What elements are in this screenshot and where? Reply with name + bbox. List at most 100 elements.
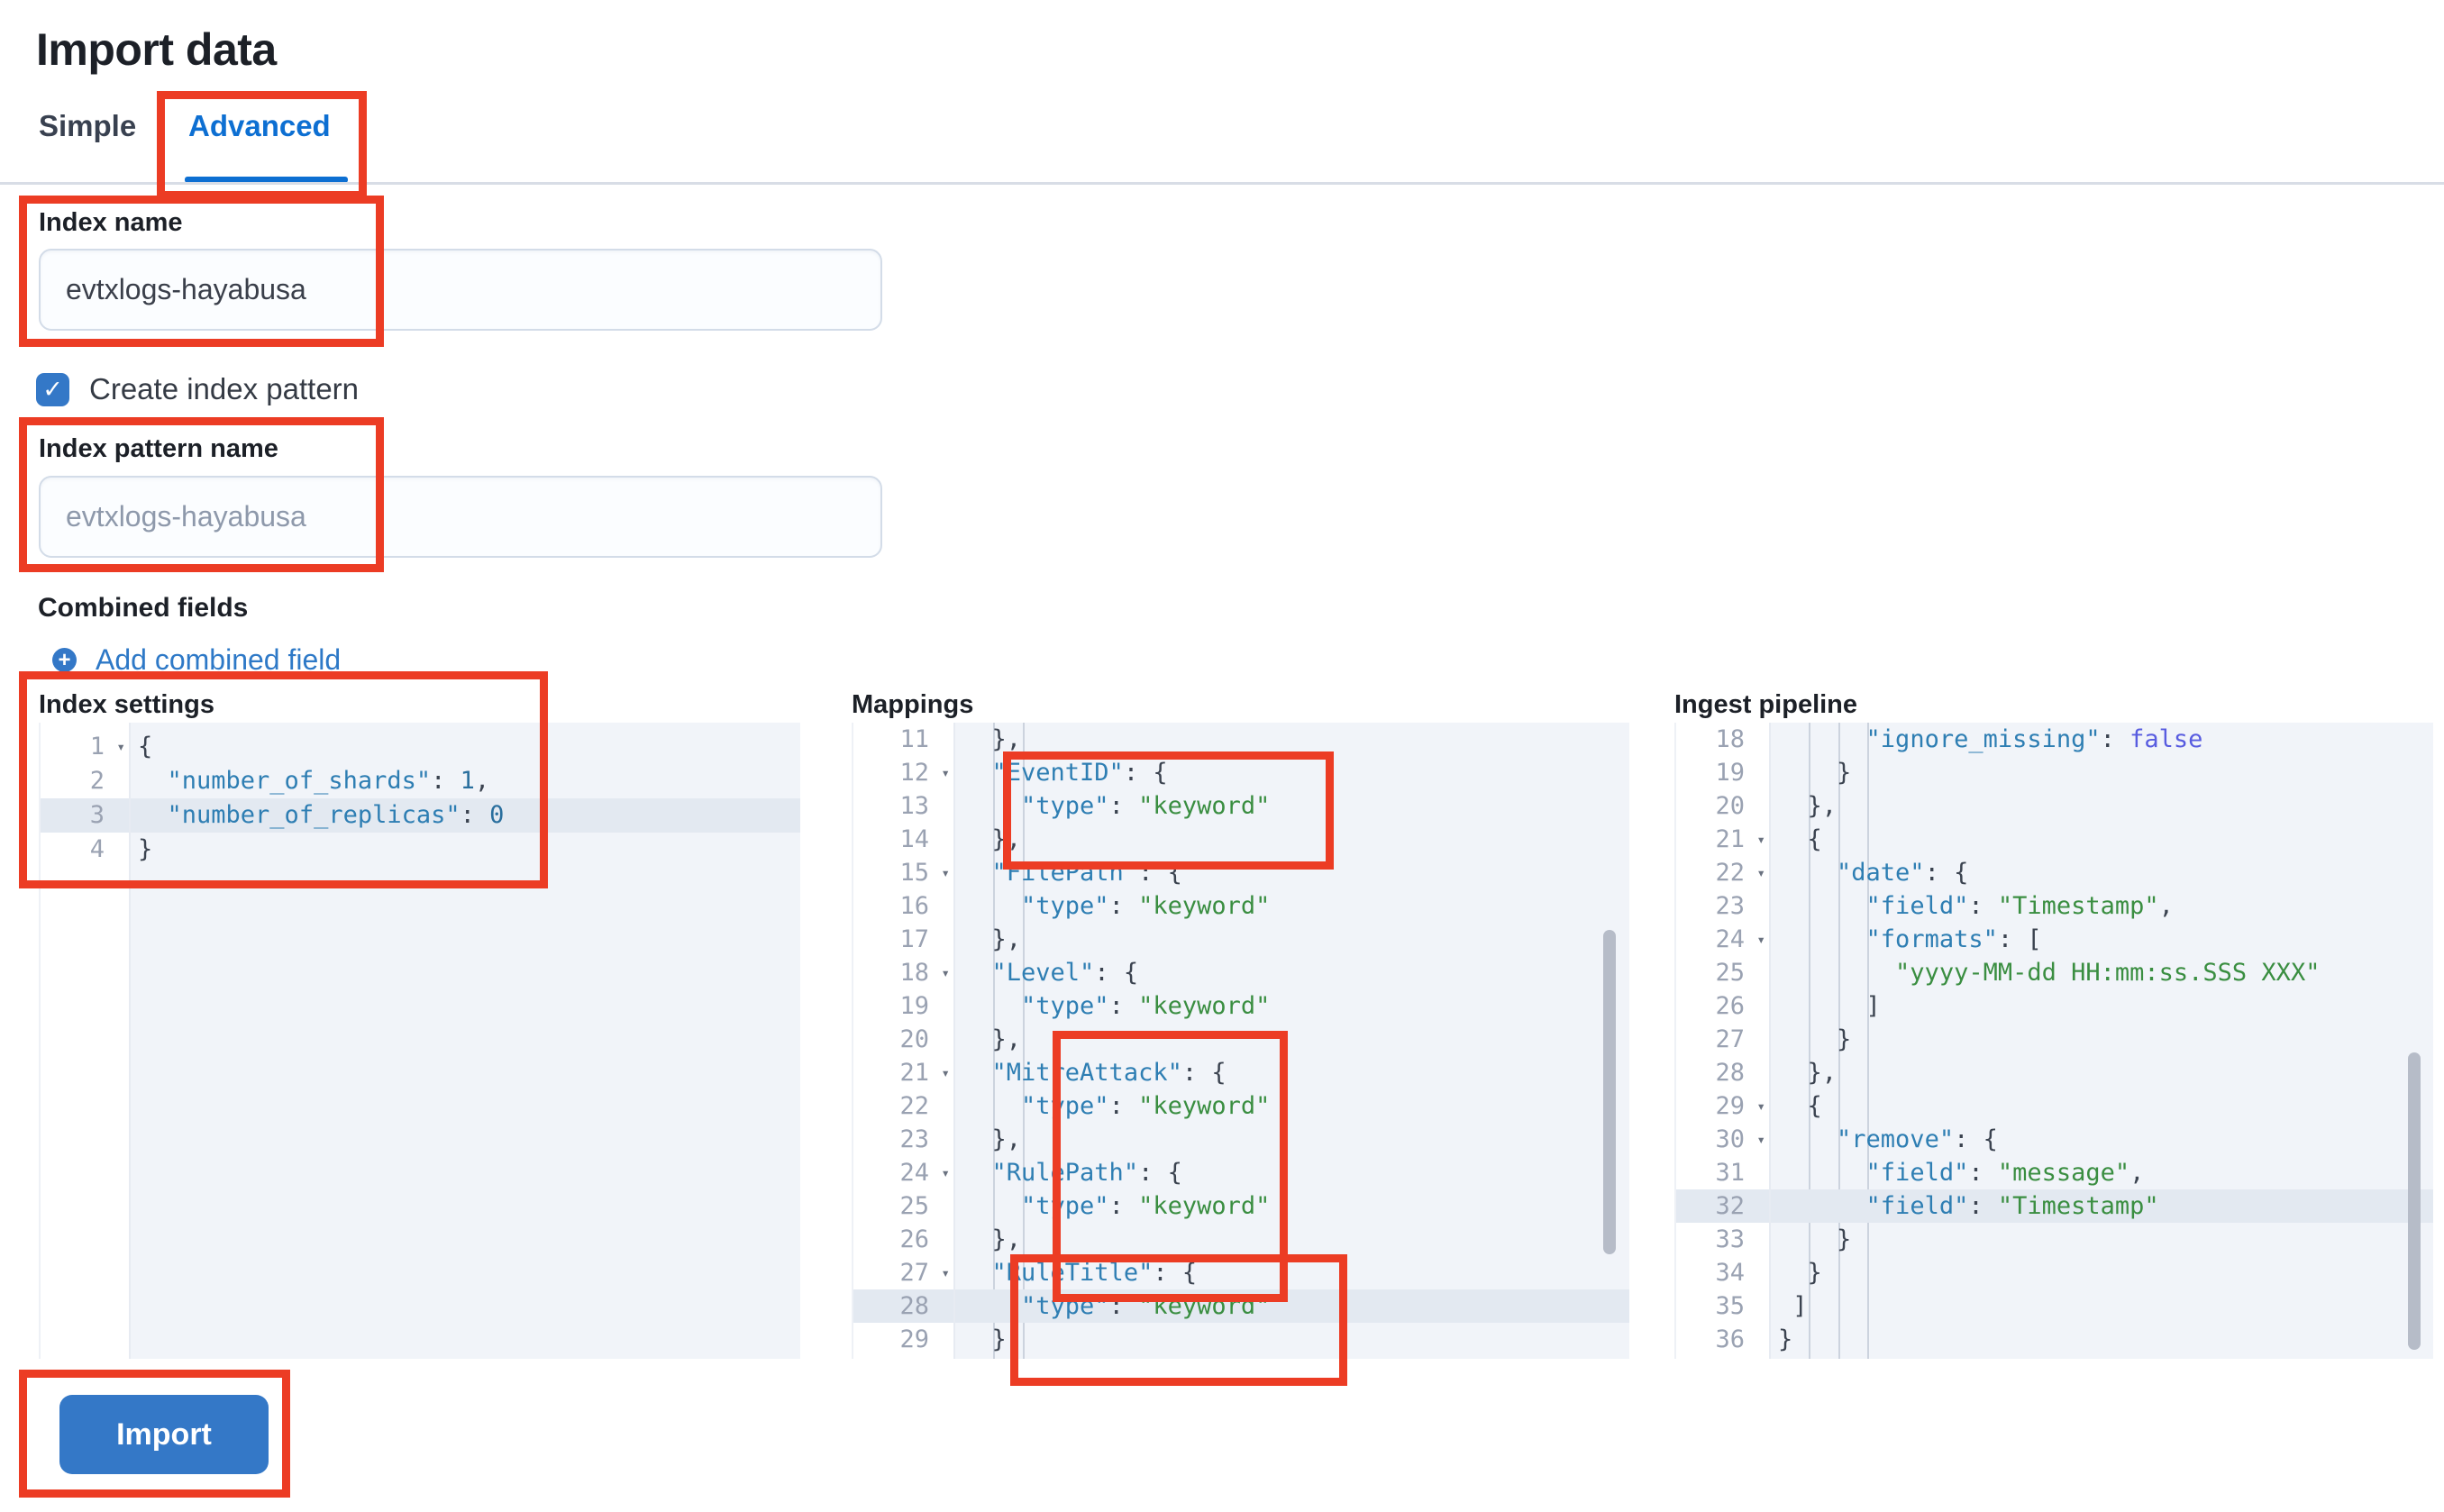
index-settings-code[interactable]: { "number_of_shards": 1, "number_of_repl… [131, 723, 800, 1359]
line-number: 35 [1715, 1292, 1745, 1320]
index-pattern-name-label: Index pattern name [39, 434, 278, 463]
code-line: } [138, 835, 153, 863]
line-number: 34 [1715, 1259, 1745, 1287]
code-line: "field": "Timestamp" [1771, 1189, 2433, 1223]
line-number: 19 [1715, 759, 1745, 787]
create-index-pattern-checkbox[interactable]: ✓ [36, 372, 69, 406]
code-line: }, [1778, 792, 1838, 820]
line-number: 25 [1715, 959, 1745, 987]
code-line: }, [962, 725, 1022, 753]
line-number: 16 [899, 892, 929, 920]
line-number: 33 [1715, 1225, 1745, 1253]
line-number: 21▾ [853, 1056, 953, 1089]
fold-caret-icon[interactable]: ▾ [1756, 831, 1765, 848]
code-line: "type": "keyword" [1021, 992, 1271, 1020]
code-line: } [1778, 759, 1852, 787]
create-index-pattern-row[interactable]: ✓ Create index pattern [36, 372, 359, 406]
line-number: 27 [1715, 1025, 1745, 1053]
line-number: 26 [1715, 992, 1745, 1020]
fold-caret-icon[interactable]: ▾ [941, 1164, 950, 1181]
fold-caret-icon[interactable]: ▾ [941, 964, 950, 981]
code-line: "Level": { [991, 959, 1139, 987]
code-line: "type": "keyword" [1021, 1192, 1271, 1220]
code-line: } [1778, 1225, 1852, 1253]
page-title: Import data [36, 24, 277, 75]
mappings-scrollbar[interactable] [1603, 930, 1616, 1254]
code-line: "field": "message", [1865, 1159, 2145, 1187]
line-number: 20 [899, 1025, 929, 1053]
code-line: } [1778, 1025, 1852, 1053]
ingest-pipeline-label: Ingest pipeline [1674, 690, 1858, 719]
line-number: 31 [1715, 1159, 1745, 1187]
mappings-code[interactable]: }, "EventID": { "type": "keyword" }, "Fi… [955, 723, 1629, 1359]
line-number: 13 [899, 792, 929, 820]
line-number: 30▾ [1676, 1123, 1769, 1156]
code-line: "RuleTitle": { [991, 1259, 1198, 1287]
line-number: 23 [1715, 892, 1745, 920]
line-number: 18 [1715, 725, 1745, 753]
code-line: { [1778, 1092, 1822, 1120]
ingest-pipeline-code[interactable]: "ignore_missing": false } }, { "date": {… [1771, 723, 2433, 1359]
fold-caret-icon[interactable]: ▾ [1756, 864, 1765, 881]
code-line: "RulePath": { [991, 1159, 1182, 1187]
line-number: 32 [1676, 1189, 1769, 1223]
plus-icon: + [52, 648, 77, 672]
line-number: 11 [899, 725, 929, 753]
code-line: "type": "keyword" [1021, 792, 1271, 820]
index-name-label: Index name [39, 208, 183, 237]
code-line: "MitreAttack": { [991, 1059, 1227, 1087]
line-number: 14 [899, 825, 929, 853]
line-number: 19 [899, 992, 929, 1020]
code-line: }, [962, 1025, 1022, 1053]
fold-caret-icon[interactable]: ▾ [1756, 931, 1765, 948]
create-index-pattern-label: Create index pattern [89, 372, 360, 405]
code-line: "EventID": { [991, 759, 1168, 787]
fold-caret-icon[interactable]: ▾ [941, 1064, 950, 1081]
code-line: "FilePath": { [991, 859, 1182, 887]
code-line: { [1778, 825, 1822, 853]
line-number: 1▾ [41, 730, 129, 764]
index-pattern-name-input[interactable] [39, 476, 882, 558]
code-line: "type": "keyword" [1021, 1092, 1271, 1120]
line-number: 22 [899, 1092, 929, 1120]
fold-caret-icon[interactable]: ▾ [941, 764, 950, 781]
code-line: ] [1778, 992, 1881, 1020]
line-number: 20 [1715, 792, 1745, 820]
add-combined-field-button[interactable]: + Add combined field [52, 643, 341, 677]
line-number: 21▾ [1676, 823, 1769, 856]
line-number: 12▾ [853, 756, 953, 789]
line-number: 26 [899, 1225, 929, 1253]
mappings-label: Mappings [852, 690, 974, 719]
fold-caret-icon[interactable]: ▾ [941, 864, 950, 881]
fold-caret-icon[interactable]: ▾ [116, 738, 125, 755]
ingest-pipeline-scrollbar[interactable] [2408, 1052, 2421, 1350]
fold-caret-icon[interactable]: ▾ [1756, 1131, 1765, 1148]
code-line: "number_of_replicas": 0 [131, 798, 800, 833]
code-line: "type": "keyword" [1021, 892, 1271, 920]
tab-simple[interactable]: Simple [39, 109, 137, 142]
code-line: } [1778, 1259, 1822, 1287]
code-line: }, [962, 1225, 1022, 1253]
code-line: "yyyy-MM-dd HH:mm:ss.SSS XXX" [1895, 959, 2321, 987]
code-line: "formats": [ [1865, 925, 2042, 953]
line-number: 23 [899, 1125, 929, 1153]
code-line: "ignore_missing": false [1865, 725, 2203, 753]
tab-advanced[interactable]: Advanced [188, 109, 331, 142]
import-button[interactable]: Import [59, 1395, 269, 1474]
fold-caret-icon[interactable]: ▾ [941, 1264, 950, 1281]
combined-fields-label: Combined fields [38, 593, 249, 623]
line-number: 4 [89, 835, 105, 863]
code-line: }, [1778, 1059, 1838, 1087]
line-number: 29▾ [1676, 1089, 1769, 1123]
line-number: 28 [853, 1289, 953, 1323]
index-name-input[interactable] [39, 249, 882, 331]
line-number: 22▾ [1676, 856, 1769, 889]
fold-caret-icon[interactable]: ▾ [1756, 1098, 1765, 1115]
